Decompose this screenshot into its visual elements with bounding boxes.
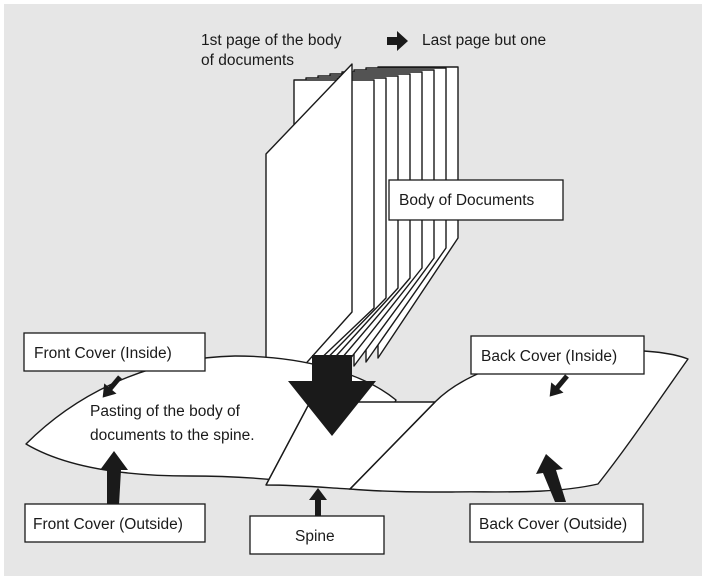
spine-box	[249, 515, 385, 555]
spine-fold-left	[265, 401, 311, 486]
back-cover-outside-arrow-icon	[536, 454, 566, 502]
right-arrow-icon	[387, 31, 408, 51]
document-sheet-stack	[265, 63, 459, 409]
front-cover-inside-arrow-icon	[102, 375, 122, 398]
pasting-down-arrow-icon	[288, 355, 376, 436]
first-page-label-line2: of documents	[201, 52, 294, 69]
front-cover-inside-label: Front Cover (Inside)	[34, 345, 172, 362]
last-page-label: Last page but one	[422, 32, 546, 49]
body-of-documents-box	[388, 179, 564, 221]
back-cover-inside-arrow-icon	[549, 374, 569, 397]
front-cover-outside-arrow-icon	[100, 451, 128, 505]
first-page-label-line1: 1st page of the body	[201, 32, 342, 49]
spine-arrow-icon	[309, 488, 327, 516]
pasting-label-line1: Pasting of the body of	[90, 403, 241, 420]
back-cover-inside-label: Back Cover (Inside)	[481, 348, 617, 365]
spine-fold-right	[349, 401, 436, 490]
front-cover-inside-box	[23, 332, 206, 372]
pasting-label-line2: documents to the spine.	[90, 427, 255, 444]
back-cover-outside-label: Back Cover (Outside)	[479, 516, 627, 533]
back-cover-outside-box	[469, 503, 644, 543]
spine-panel	[265, 401, 436, 490]
document-sheet-front	[265, 63, 353, 409]
body-of-documents-label: Body of Documents	[399, 192, 535, 209]
front-cover-outside-label: Front Cover (Outside)	[33, 516, 183, 533]
back-cover-inside-box	[470, 335, 645, 375]
front-cover-outside-box	[24, 503, 206, 543]
spine-label: Spine	[295, 528, 335, 545]
